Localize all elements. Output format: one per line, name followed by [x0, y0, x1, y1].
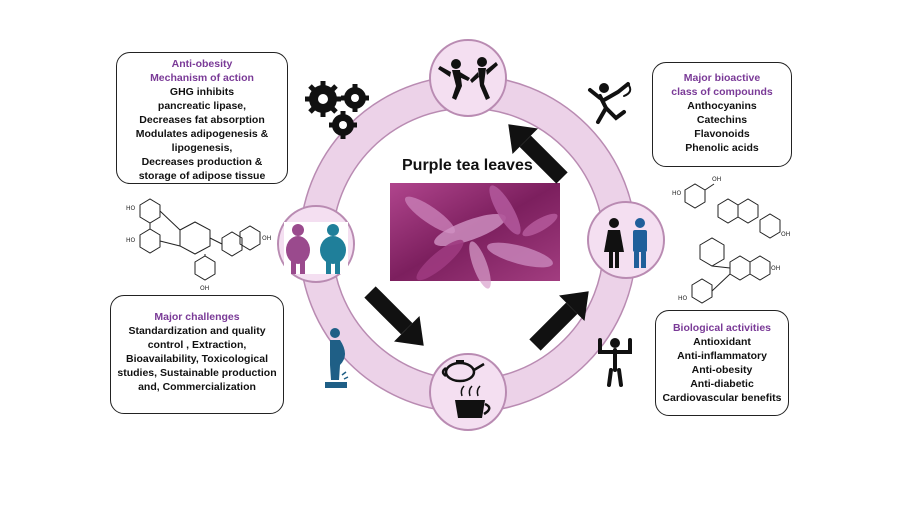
biological-line: Cardiovascular benefits	[662, 392, 782, 404]
bioactive-box: Major bioactive class of compounds Antho…	[652, 62, 792, 167]
couple-icon	[604, 218, 647, 268]
challenges-line: studies, Sustainable production	[117, 367, 277, 379]
node-right	[587, 201, 665, 279]
challenges-line: and, Commercialization	[138, 381, 256, 393]
biological-line: Anti-inflammatory	[677, 350, 767, 362]
challenges-line: Standardization and quality	[128, 325, 266, 337]
biological-line: Anti-diabetic	[690, 378, 754, 390]
svg-text:HO: HO	[672, 190, 682, 197]
bioactive-line: Phenolic acids	[685, 142, 759, 154]
biological-heading: Biological activities	[672, 322, 772, 334]
biological-line: Antioxidant	[693, 336, 751, 348]
dancer-icon	[588, 82, 632, 124]
purple-tea-leaves-image	[390, 183, 560, 289]
biological-line: Anti-obesity	[691, 364, 753, 376]
strong-person-icon	[598, 338, 632, 387]
challenges-box: Major challenges Standardization and qua…	[110, 295, 284, 414]
teapot-icon	[441, 360, 485, 383]
anti-obesity-line: Decreases fat absorption	[139, 114, 265, 126]
svg-text:HO: HO	[678, 295, 688, 302]
flavonoid-structures: HO OH OH HO OH	[672, 176, 790, 304]
svg-text:OH: OH	[781, 231, 790, 238]
anti-obesity-line: lipogenesis,	[171, 142, 233, 154]
center-title: Purple tea leaves	[402, 157, 533, 174]
svg-text:OH: OH	[200, 285, 209, 292]
anti-obesity-line: Modulates adipogenesis &	[135, 128, 269, 140]
tea-cup-icon	[455, 385, 491, 418]
bioactive-heading-2: class of compounds	[671, 86, 773, 98]
svg-text:OH: OH	[262, 235, 271, 242]
anti-obesity-line: Decreases production &	[141, 156, 263, 168]
overweight-people-icon	[286, 224, 346, 274]
challenges-line: control , Extraction,	[147, 339, 247, 351]
biological-box: Biological activities Antioxidant Anti-i…	[655, 310, 789, 416]
bioactive-heading-1: Major bioactive	[683, 72, 761, 84]
svg-text:OH: OH	[771, 265, 780, 272]
svg-text:OH: OH	[712, 176, 721, 183]
bioactive-line: Anthocyanins	[687, 100, 757, 112]
anti-obesity-line: GHG inhibits	[169, 86, 235, 98]
anti-obesity-line: storage of adipose tissue	[138, 170, 266, 182]
svg-text:HO: HO	[126, 237, 136, 244]
dancing-people-icon	[438, 57, 498, 100]
challenges-line: Bioavailability, Toxicological	[126, 353, 268, 365]
anti-obesity-heading-2: Mechanism of action	[150, 72, 254, 84]
gears-icon	[305, 81, 369, 139]
anti-obesity-line: pancreatic lipase,	[157, 100, 247, 112]
arrow-to-top	[508, 124, 568, 184]
svg-text:HO: HO	[126, 205, 136, 212]
anti-obesity-box: Anti-obesity Mechanism of action GHG inh…	[116, 52, 288, 184]
challenges-heading: Major challenges	[154, 311, 240, 323]
anti-obesity-heading-1: Anti-obesity	[171, 58, 233, 70]
weighing-scale-person-icon	[325, 328, 349, 388]
bioactive-line: Flavonoids	[694, 128, 750, 140]
hydrolyzable-tannin-structure: HO HO OH OH	[126, 198, 271, 292]
bioactive-line: Catechins	[696, 114, 748, 126]
arrow-bottom-to-right	[529, 291, 589, 351]
arrow-left-to-bottom	[364, 286, 424, 346]
